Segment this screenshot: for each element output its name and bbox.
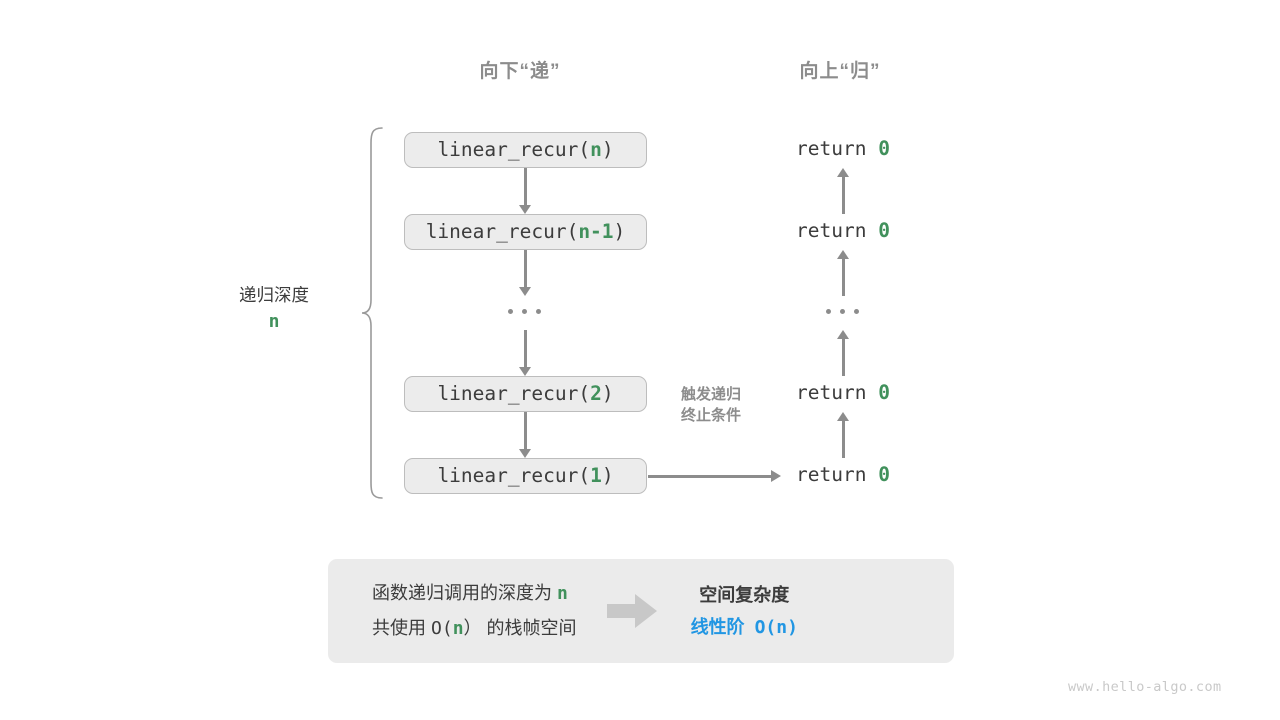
termination-note-line2: 终止条件: [680, 407, 741, 424]
depth-brace-icon: [361, 127, 383, 499]
call-box-1: linear_recur(n-1): [404, 214, 647, 250]
termination-arrow: [648, 469, 781, 483]
down-arrow-1: [518, 250, 532, 296]
termination-note: 触发递归 终止条件: [654, 384, 768, 426]
return-label-1: return 0: [796, 219, 890, 242]
call-box-2: linear_recur(2): [404, 376, 647, 412]
recursion-depth-text: 递归深度: [239, 285, 309, 305]
up-arrow-2: [836, 330, 850, 376]
summary-panel: 函数递归调用的深度为 n 共使用 O(n） 的栈帧空间 空间复杂度 线性阶 O(…: [328, 559, 954, 663]
call-box-3-text: linear_recur(1): [437, 464, 614, 487]
up-arrow-3: [836, 412, 850, 458]
down-arrow-0: [518, 168, 532, 214]
up-arrow-1: [836, 250, 850, 296]
summary-line-2: 共使用 O(n） 的栈帧空间: [372, 618, 577, 639]
return-label-2: return 0: [796, 381, 890, 404]
return-label-0: return 0: [796, 137, 890, 160]
column-heading-up: 向上“归”: [799, 61, 881, 82]
call-box-1-text: linear_recur(n-1): [425, 220, 626, 243]
call-box-3: linear_recur(1): [404, 458, 647, 494]
summary-left: 函数递归调用的深度为 n 共使用 O(n） 的栈帧空间: [328, 576, 577, 646]
ellipsis-down: [508, 309, 541, 314]
complexity-value: 线性阶 O(n): [690, 616, 798, 638]
up-arrow-0: [836, 168, 850, 214]
call-box-0: linear_recur(n): [404, 132, 647, 168]
summary-line-1: 函数递归调用的深度为 n: [372, 583, 568, 604]
implies-arrow-icon: [606, 594, 657, 628]
return-label-3: return 0: [796, 463, 890, 486]
down-arrow-2: [518, 330, 532, 376]
down-arrow-3: [518, 412, 532, 458]
column-heading-down: 向下“递”: [479, 61, 561, 82]
termination-note-line1: 触发递归: [680, 386, 741, 403]
recursion-depth-label: 递归深度 n: [190, 281, 358, 335]
summary-right: 空间复杂度 线性阶 O(n): [691, 579, 798, 644]
watermark: www.hello-algo.com: [1068, 679, 1222, 695]
complexity-title: 空间复杂度: [699, 584, 790, 605]
call-box-0-text: linear_recur(n): [437, 138, 614, 161]
call-box-2-text: linear_recur(2): [437, 382, 614, 405]
recursion-depth-variable: n: [268, 311, 280, 332]
ellipsis-up: [826, 309, 859, 314]
